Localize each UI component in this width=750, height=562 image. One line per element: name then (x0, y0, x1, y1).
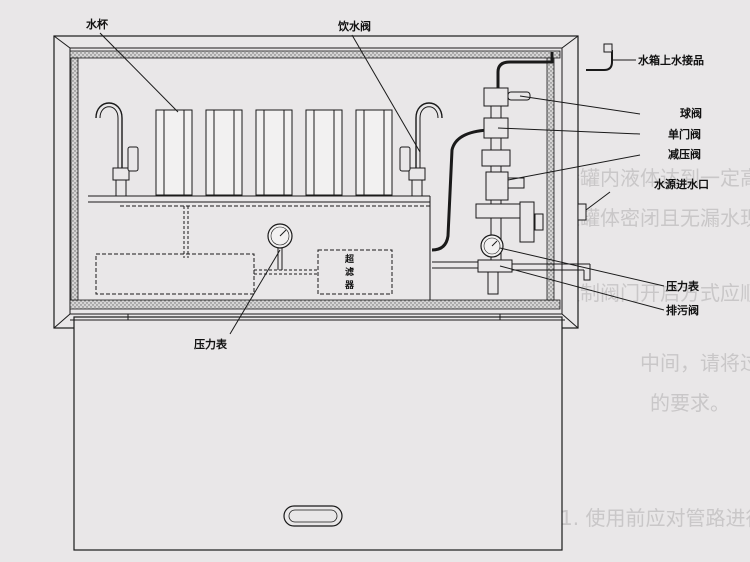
background-text: 内，待罐内液体达到一定高度后， 并确保罐体密闭且无漏水现象发生 控制阀门开启方式… (520, 166, 750, 530)
bg-text-4: 中间，请将过滤器截水口处进行消毒，防止二次污 (640, 351, 750, 375)
door-handle (283, 505, 343, 527)
leader-lines (99, 32, 665, 335)
label-drinking-valve: 饮水阀 (337, 19, 371, 33)
right-plumbing (431, 43, 613, 295)
left-insulation (70, 57, 79, 301)
pressure-reducing-valve (485, 171, 509, 201)
pressure-gauge-center (267, 223, 293, 270)
bg-text-5: 的要求。 (650, 391, 730, 415)
lower-cabinet (70, 314, 565, 551)
bottom-insulation (69, 299, 561, 310)
ultrafilter-label-2: 滤 (345, 266, 354, 278)
ultrafilter (317, 249, 393, 295)
water-cup (355, 109, 393, 196)
manifold (88, 195, 431, 300)
water-cup (155, 109, 193, 196)
label-tank-inlet-fitting: 水箱上水接品 (638, 53, 704, 67)
filter-section: 超 滤 器 (95, 249, 393, 295)
label-drain-valve: 排污阀 (666, 303, 699, 317)
top-insulation (69, 50, 561, 59)
ultrafilter-label-3: 器 (344, 280, 355, 291)
left-faucet (95, 102, 139, 197)
drain-valve (477, 259, 513, 273)
label-check-valve: 单门阀 (668, 127, 701, 141)
labels: 水杯 饮水阀 水箱上水接品 球阀 单门阀 减压阀 水源进水口 压力表 排污阀 压… (86, 17, 709, 351)
label-pressure-reducing-valve: 减压阀 (668, 147, 701, 161)
ball-valve (483, 87, 509, 107)
water-cup (205, 109, 243, 196)
water-cup (255, 109, 293, 196)
label-water-cup: 水杯 (86, 17, 109, 31)
right-faucet (399, 102, 443, 197)
label-ball-valve: 球阀 (680, 106, 702, 120)
ultrafilter-label-1: 超 (344, 253, 355, 265)
bg-text-6: 1. 使用前应对管路进行检查，检查各连接处 (560, 506, 750, 530)
water-cups (155, 109, 393, 196)
label-pressure-gauge-right: 压力表 (666, 279, 700, 293)
label-pressure-gauge-bottom: 压力表 (194, 337, 228, 351)
water-cup (305, 109, 343, 196)
label-water-source-inlet: 水源进水口 (654, 177, 709, 191)
bg-text-3: 控制阀门开启方式应顺时针旋转 (560, 281, 750, 305)
